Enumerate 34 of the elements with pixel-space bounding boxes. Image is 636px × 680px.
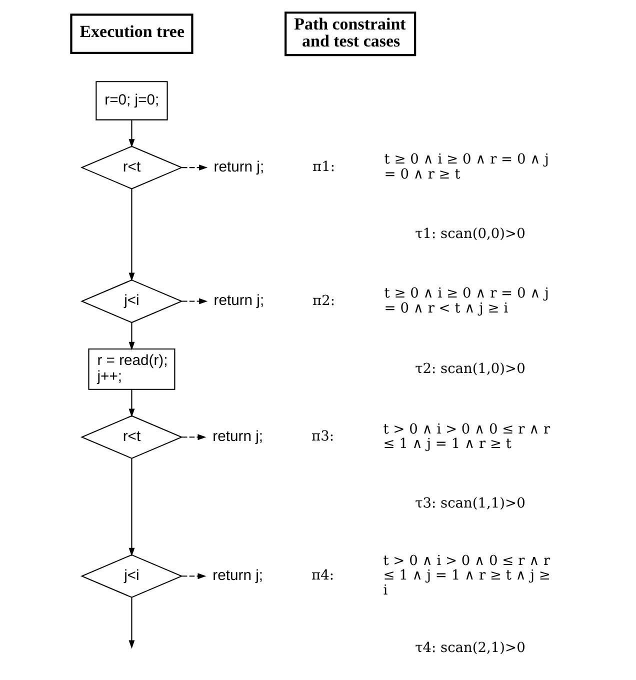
arrow: [181, 298, 208, 304]
arrow: [128, 120, 134, 148]
node-diamond: r<t: [80, 146, 182, 190]
label: π4:: [311, 568, 334, 584]
arrow: [128, 597, 134, 649]
label: t > 0 ∧ i > 0 ∧ 0 ≤ r ∧ r ≤ 1 ∧ j = 1 ∧ r ≥ t: [382, 421, 550, 452]
node-diamond: j<i: [80, 279, 182, 324]
label: τ4: scan(2,1)>0: [414, 640, 525, 656]
arrow: [128, 390, 134, 418]
label: t > 0 ∧ i > 0 ∧ 0 ≤ r ∧ r ≤ 1 ∧ j = 1 ∧ r ≥ t ∧ j ≥ i: [382, 552, 550, 599]
node-text: return j;: [212, 568, 263, 584]
label: τ2: scan(1,0)>0: [414, 360, 525, 377]
arrow: [128, 458, 134, 556]
label: π1:: [312, 159, 335, 176]
arrow: [128, 188, 134, 282]
node-text: return j;: [213, 293, 264, 310]
label: τ1: scan(0,0)>0: [414, 226, 525, 242]
node-box: Execution tree: [70, 14, 193, 54]
node-box: r=0; j=0;: [95, 81, 168, 120]
node-diamond: r<t: [80, 415, 182, 459]
label: π2:: [312, 292, 335, 309]
node-text: return j;: [212, 429, 263, 446]
arrow: [128, 322, 134, 350]
arrow: [181, 164, 208, 171]
node-box: r = read(r); j++;: [88, 348, 175, 390]
label: t ≥ 0 ∧ i ≥ 0 ∧ r = 0 ∧ j = 0 ∧ r < t ∧ j ≥ i: [384, 285, 548, 316]
label: π3:: [311, 428, 334, 445]
arrow: [181, 434, 206, 440]
node-text: return j;: [213, 159, 264, 176]
node-box: Path constraint and test cases: [284, 12, 416, 56]
node-diamond: j<i: [80, 554, 182, 598]
arrow: [181, 573, 206, 580]
label: t ≥ 0 ∧ i ≥ 0 ∧ r = 0 ∧ j = 0 ∧ r ≥ t: [384, 152, 548, 183]
label: τ3: scan(1,1)>0: [414, 496, 525, 512]
